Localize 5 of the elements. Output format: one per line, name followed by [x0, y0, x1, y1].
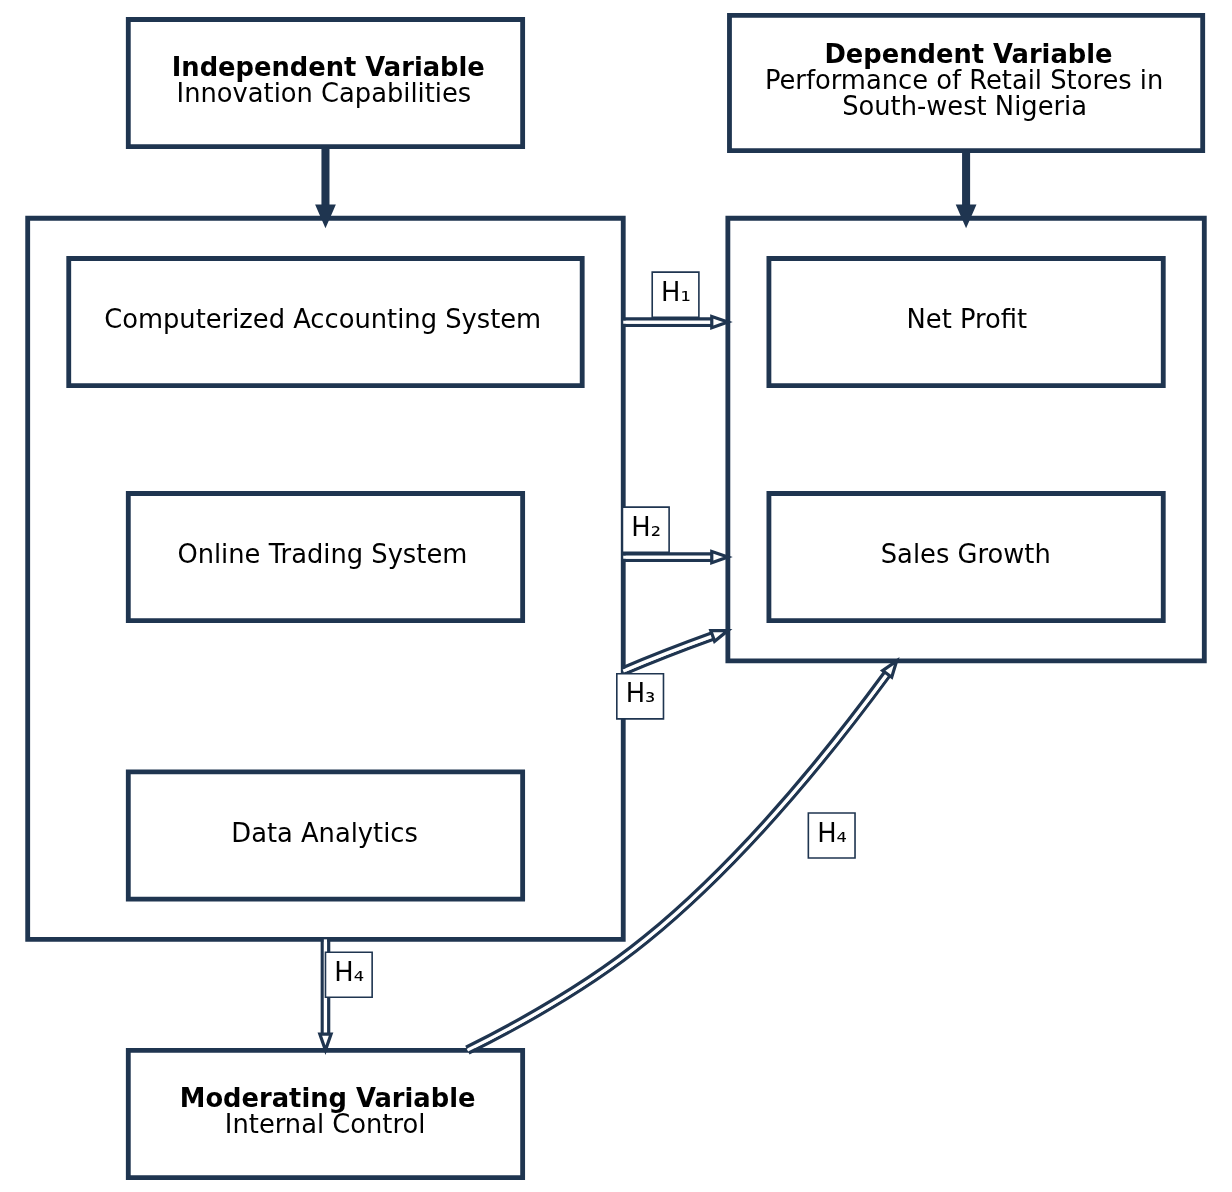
- edge-label: H₃: [625, 677, 656, 708]
- edge-label: H₄: [817, 817, 847, 848]
- edge-label: H₁: [661, 276, 691, 307]
- edge-label: H₄: [334, 956, 365, 987]
- edge-label: H₂: [631, 511, 661, 542]
